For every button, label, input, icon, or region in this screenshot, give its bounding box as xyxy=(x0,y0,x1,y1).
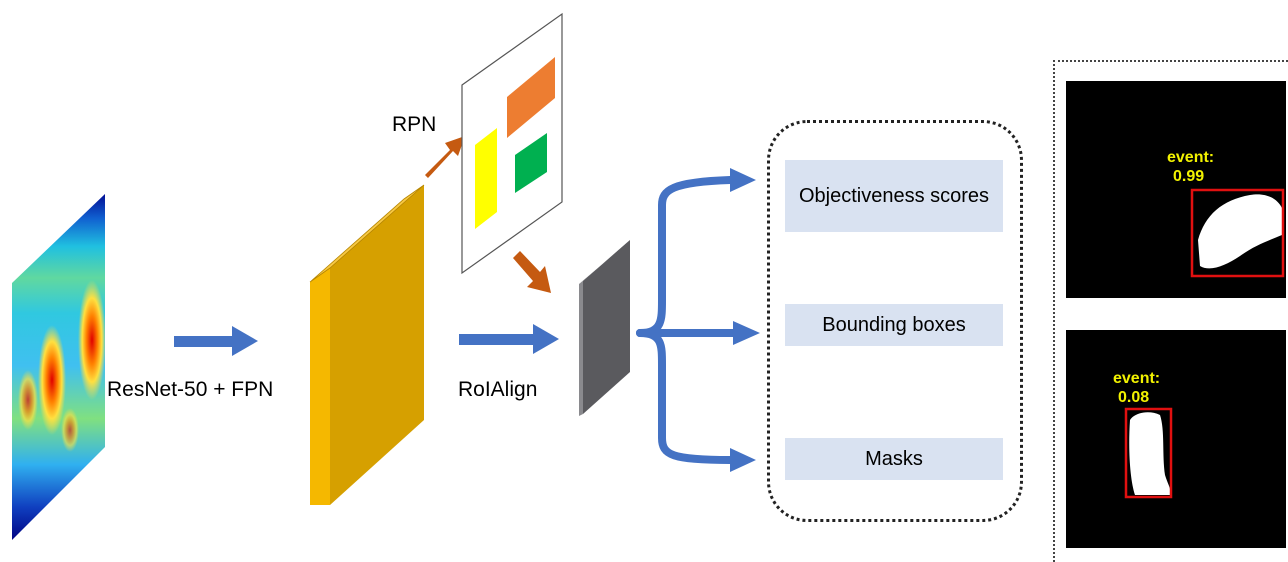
arrow-to-rpn xyxy=(425,136,465,178)
backbone-label: ResNet-50 + FPN xyxy=(107,378,274,401)
rpn-label: RPN xyxy=(392,113,437,136)
detection-1-bbox xyxy=(1190,188,1285,278)
arrow-rpn-to-roi xyxy=(513,251,551,293)
proposal-yellow-box xyxy=(475,128,497,229)
detections-frame xyxy=(1053,60,1288,562)
detection-2-class: event: xyxy=(1113,370,1161,387)
feature-map-block xyxy=(309,184,425,505)
detection-1-class: event: xyxy=(1167,149,1215,166)
branch-arrows xyxy=(636,176,739,464)
arrow-head-boxes xyxy=(733,321,760,345)
input-spectrogram xyxy=(12,194,105,540)
detection-2-bbox xyxy=(1124,407,1173,499)
arrow-backbone-to-roialign xyxy=(459,324,559,354)
roi-feature-block xyxy=(579,240,630,416)
proposal-orange-box xyxy=(507,57,555,138)
rpn-proposal-panel xyxy=(461,12,563,275)
arrow-head-masks xyxy=(730,448,756,472)
detection-1-graphics xyxy=(1066,81,1286,298)
arrow-input-to-backbone xyxy=(174,326,258,356)
detection-1-score: 0.99 xyxy=(1173,168,1205,185)
output-objectiveness-scores: Objectiveness scores xyxy=(785,160,1003,232)
arrow-head-scores xyxy=(730,168,756,192)
detection-2-score: 0.08 xyxy=(1118,389,1150,406)
detection-2-graphics xyxy=(1066,330,1286,548)
outputs-frame xyxy=(767,120,1023,522)
output-masks: Masks xyxy=(785,438,1003,480)
proposal-green-box xyxy=(515,133,547,193)
output-bounding-boxes: Bounding boxes xyxy=(785,304,1003,346)
detection-2-label: event: 0.08 xyxy=(1113,369,1160,407)
detection-1-label: event: 0.99 xyxy=(1167,148,1214,186)
roialign-label: RoIAlign xyxy=(458,378,538,401)
